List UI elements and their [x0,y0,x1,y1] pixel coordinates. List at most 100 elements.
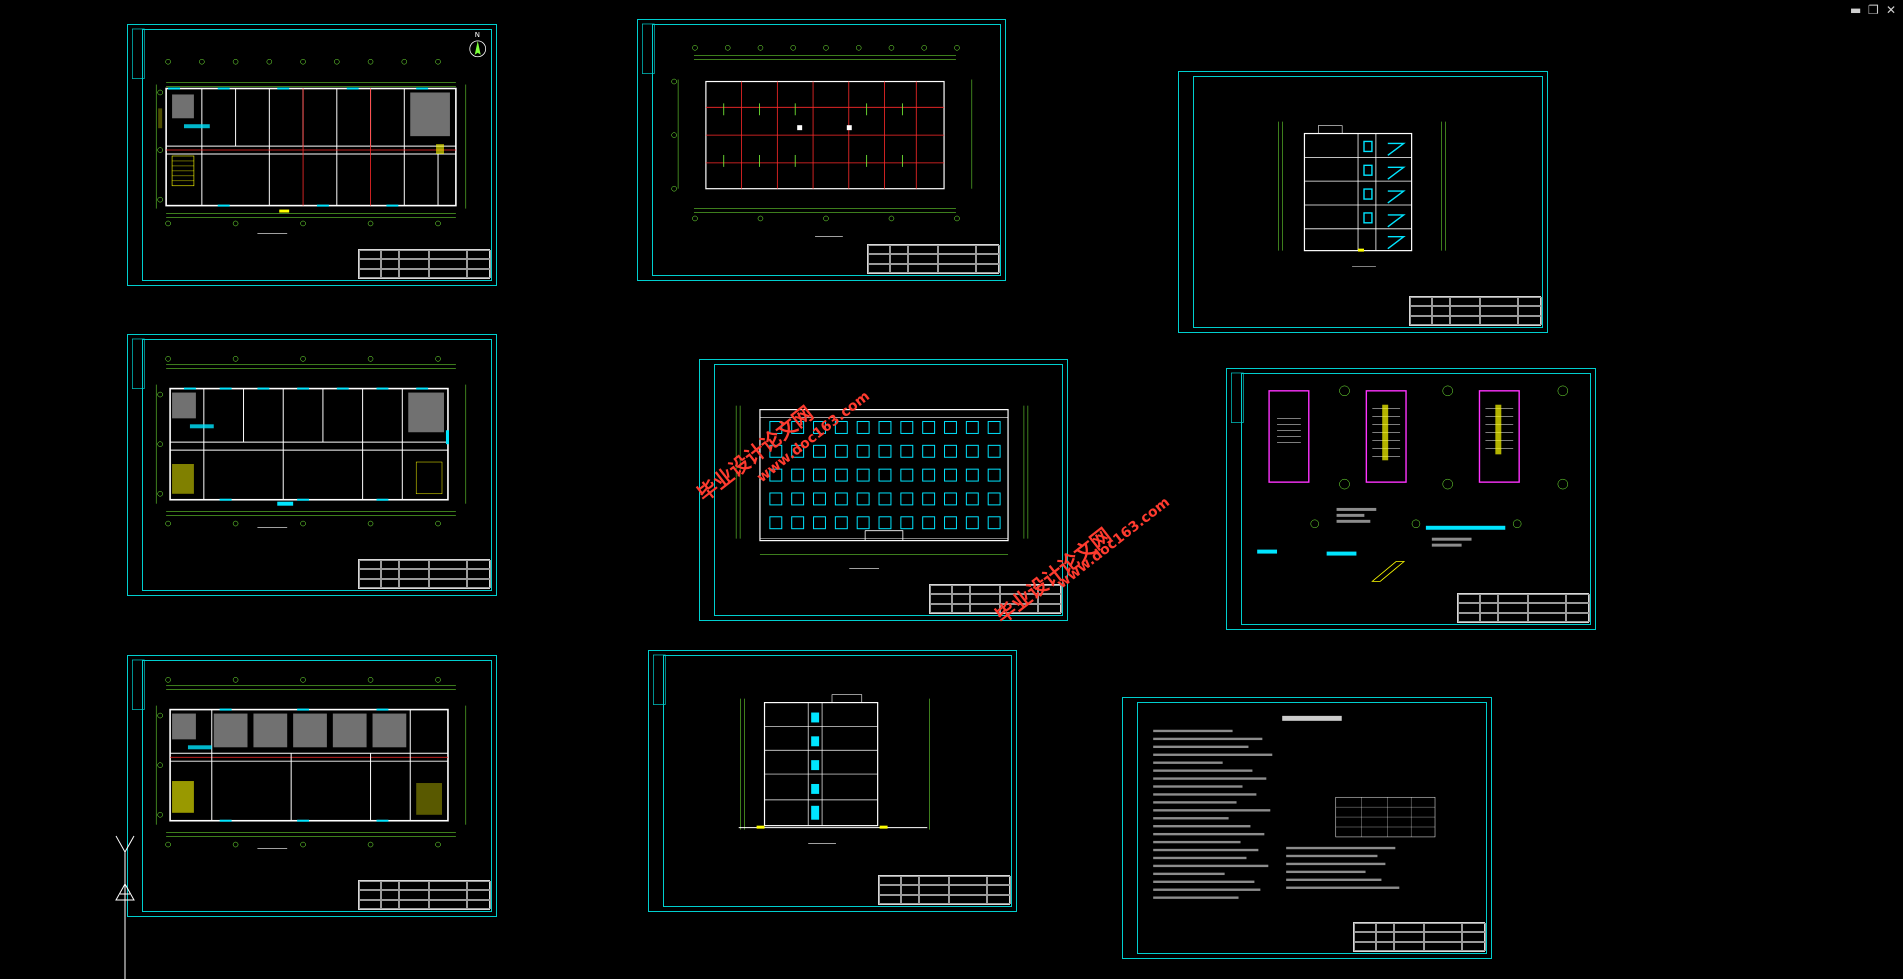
note-line [1153,809,1271,812]
note-line [1153,745,1249,749]
floor-plan-drawing [132,659,467,849]
elevation-window [922,421,936,434]
elevation-window [878,468,892,482]
title-block [358,880,491,910]
elevation-window [878,516,892,530]
title-block [878,875,1011,905]
elevation-window [987,444,1001,458]
title-block [929,584,1062,614]
design-notes-text-block [1153,715,1436,899]
note-line [1153,801,1237,804]
floor-plan-drawing [132,338,467,528]
note-line [1153,856,1247,860]
elevation-window [769,516,783,530]
elevation-window [878,444,892,458]
elevation-window [791,421,805,434]
elevation-window [965,421,979,434]
drawing-sheet-side-elevation[interactable] [648,650,1017,912]
side-elevation-drawing [653,654,930,844]
drawing-sheet-roof-plan[interactable] [637,19,1006,281]
note-line [1153,848,1259,852]
note-line [1286,846,1396,850]
elevation-window [922,516,936,530]
note-line [1286,878,1382,881]
roof-plan-drawing [642,23,973,237]
drawing-sheet-building-section[interactable] [1178,71,1548,333]
note-line [1153,872,1225,876]
drawing-sheet-ground-floor-plan[interactable]: N [127,24,497,286]
elevation-window [856,516,870,530]
elevation-window [922,468,936,482]
elevation-window [965,444,979,458]
elevation-window [856,492,870,506]
elevation-window [813,516,826,530]
elevation-window [813,444,826,458]
elevation-window [987,468,1001,482]
elevation-window [944,444,957,458]
note-line [1153,817,1229,820]
elevation-window [900,468,914,482]
title-block [1353,922,1486,952]
drawing-sheet-stair-details[interactable] [1226,368,1596,630]
title-block [358,559,491,589]
elevation-window [965,468,979,482]
elevation-window [791,492,805,506]
elevation-window [856,421,870,434]
elevation-window [878,492,892,506]
note-line [1153,753,1273,756]
title-block [1409,296,1542,326]
elevation-window [900,421,914,434]
note-line [1153,825,1251,828]
elevation-window [965,516,979,530]
elevation-window [856,444,870,458]
elevation-window [834,421,848,434]
close-icon[interactable]: ✕ [1886,3,1897,17]
note-line [1153,777,1267,780]
title-block [1457,593,1590,623]
title-block [867,244,1000,274]
elevation-window [834,468,848,482]
elevation-window [922,444,936,458]
elevation-window [922,492,936,506]
elevation-window [987,421,1001,434]
elevation-window [834,492,848,506]
elevation-window [965,492,979,506]
section-drawing [1278,121,1446,267]
elevation-window [769,444,783,458]
elevation-window [900,492,914,506]
elevation-window [769,468,783,482]
note-line [1153,880,1255,883]
elevation-window [813,421,826,434]
drawing-sheet-second-floor-plan[interactable] [127,334,497,596]
note-line [1286,870,1366,874]
minimize-icon[interactable]: ▬ [1850,3,1862,17]
note-line [1286,854,1378,858]
drawing-sheet-front-elevation[interactable] [699,359,1068,621]
elevation-window [769,492,783,506]
elevation-window [813,492,826,506]
elevation-window [791,516,805,530]
restore-icon[interactable]: ❐ [1868,3,1879,17]
stair-detail-drawing [1231,372,1569,582]
elevation-window [944,516,957,530]
elevation-window [944,492,957,506]
note-line [1153,729,1233,733]
north-arrow-label: N [475,31,480,39]
elevation-window [987,492,1001,506]
note-line [1153,737,1263,741]
note-line [1153,832,1265,836]
elevation-window [769,421,783,434]
drawing-sheet-top-floor-plan[interactable] [127,655,497,917]
floor-plan-drawing: N [132,28,487,234]
elevation-window [791,444,805,458]
elevation-window [944,468,957,482]
elevation-window [987,516,1001,530]
note-line [1153,785,1243,788]
front-elevation-drawing [735,405,1029,569]
elevation-window [900,444,914,458]
note-line [1153,864,1269,868]
note-line [1286,862,1386,866]
elevation-window [834,516,848,530]
elevation-window [813,468,826,482]
drawing-sheet-design-notes[interactable] [1122,697,1492,959]
